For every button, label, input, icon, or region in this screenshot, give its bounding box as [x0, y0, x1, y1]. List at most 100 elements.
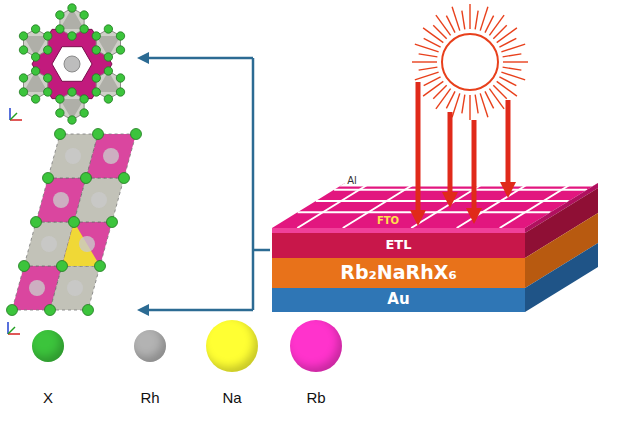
sun-ray — [452, 7, 460, 31]
x-atom — [31, 95, 39, 103]
al-strip — [339, 183, 598, 187]
x-atom — [7, 305, 18, 316]
sun-ray — [475, 11, 478, 30]
sun-ray — [462, 11, 465, 30]
sun-ray — [480, 93, 488, 117]
x-atom — [44, 88, 52, 96]
layer-text: Au — [387, 291, 409, 308]
x-atom — [19, 74, 27, 82]
sun-disc — [442, 34, 498, 90]
sun-ray — [419, 54, 438, 57]
x-atom — [43, 173, 54, 184]
x-atom — [92, 46, 100, 54]
sun-ray — [446, 91, 455, 108]
crystal-structure — [7, 4, 142, 316]
unit-cell — [86, 134, 136, 178]
x-atom — [116, 88, 124, 96]
unit-cell — [62, 222, 112, 266]
layer-text: Al — [347, 175, 357, 187]
x-atom — [80, 25, 88, 33]
light-arrows — [410, 82, 516, 226]
x-atom — [45, 305, 56, 316]
axis-line — [10, 113, 17, 120]
x-atom — [93, 129, 104, 140]
legend-swatch — [206, 320, 258, 372]
x-atom — [69, 217, 80, 228]
rh-atom — [65, 148, 81, 164]
x-atom — [119, 173, 130, 184]
legend-swatch — [32, 330, 64, 362]
axis-triad — [8, 108, 22, 334]
sun-ray — [489, 89, 504, 109]
x-atom — [44, 32, 52, 40]
leader-line — [147, 57, 253, 60]
grid-line — [343, 183, 416, 228]
x-atom — [104, 95, 112, 103]
light-arrow — [448, 112, 453, 194]
x-atom — [95, 261, 106, 272]
legend-entry: Rh — [110, 330, 190, 362]
x-atom — [68, 116, 76, 124]
axis-line — [10, 119, 22, 121]
layer-label: FTO — [376, 215, 400, 227]
leader-line — [252, 58, 255, 310]
x-atom — [57, 261, 68, 272]
sun-ray — [503, 61, 528, 62]
sun-ray — [452, 93, 460, 117]
x-atom — [116, 46, 124, 54]
electrode-layer: Au — [272, 288, 525, 312]
leader-line — [147, 309, 253, 312]
x-atom — [68, 88, 76, 96]
sun-ray — [503, 67, 522, 70]
rh-atom — [91, 192, 107, 208]
arrow-head — [410, 210, 426, 226]
legend-label: Rh — [110, 389, 190, 406]
device-stack — [272, 183, 598, 312]
legend-entry: Na — [192, 320, 272, 372]
layer-text: Rb₂NaRhX₆ — [340, 262, 456, 284]
sun-ray — [424, 38, 441, 47]
rh-atom — [64, 56, 80, 72]
legend-entry: Rb — [276, 320, 356, 372]
leader-line — [253, 249, 270, 252]
x-atom — [56, 11, 64, 19]
x-atom — [44, 74, 52, 82]
x-atom — [92, 74, 100, 82]
grid-line — [316, 200, 569, 202]
x-atom — [80, 95, 88, 103]
sun-ray — [419, 67, 438, 70]
light-arrow — [506, 100, 511, 184]
leader-lines — [147, 58, 270, 310]
sun-ray — [497, 28, 517, 43]
x-atom — [31, 25, 39, 33]
sun-ray — [469, 95, 470, 120]
x-atom — [68, 4, 76, 12]
x-atom — [31, 67, 39, 75]
au-side — [525, 243, 598, 312]
light-arrow — [416, 82, 421, 212]
legend-swatch — [134, 330, 166, 362]
layer-text: FTO — [377, 215, 399, 227]
absorber-layer: Rb₂NaRhX₆ — [272, 258, 525, 288]
sun-ray — [469, 4, 470, 29]
x-atom — [44, 46, 52, 54]
x-atom — [104, 25, 112, 33]
arrow-head — [500, 182, 516, 198]
grid-line — [297, 183, 370, 228]
x-atom — [104, 53, 112, 61]
rh-atom — [53, 192, 69, 208]
etl-layer: ETL — [272, 233, 525, 258]
sun-ray — [412, 61, 437, 62]
legend-entry: X — [8, 330, 88, 362]
x-atom — [116, 74, 124, 82]
x-atom — [56, 109, 64, 117]
unit-cell — [74, 178, 124, 222]
arrow-head — [137, 52, 149, 64]
na-site — [62, 222, 100, 266]
sun-ray — [503, 54, 522, 57]
sun-ray — [436, 15, 451, 35]
legend-swatch — [290, 320, 342, 372]
sun-ray — [446, 16, 455, 33]
x-atom — [19, 46, 27, 54]
x-atom — [131, 129, 142, 140]
